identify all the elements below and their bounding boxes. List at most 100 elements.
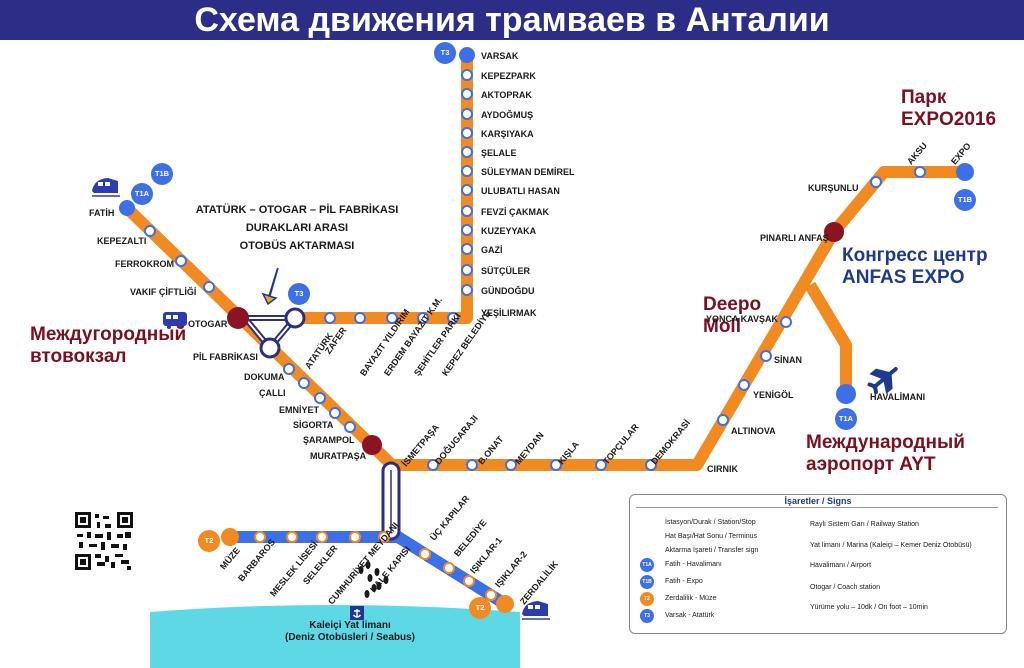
legend-badge-t3: T3 <box>640 609 654 623</box>
airplane-icon <box>867 367 898 395</box>
annotation-aeroport-line1: Международный <box>806 432 965 453</box>
station-stop <box>461 127 473 139</box>
station-stop <box>378 531 390 543</box>
terminus-airport <box>836 384 856 404</box>
station-kepezpark: KEPEZPARK <box>481 71 536 81</box>
seabus-label: Kaleiçi Yat limanı (Deniz Otobüsleri / S… <box>270 620 430 644</box>
station-aktoprak: AKTOPRAK <box>481 90 532 100</box>
legend-fatih-expo: Fatih - Expo <box>665 578 703 585</box>
station-stop <box>485 589 497 601</box>
station-kepezalti: KEPEZALTI <box>97 236 147 246</box>
annotation-park-line1: Парк <box>901 87 947 108</box>
badge-t2-zerdalilik: T2 <box>469 597 491 619</box>
transfer-link-t2 <box>381 461 401 541</box>
station-stop <box>780 316 792 328</box>
station-dokuma: DOKUMA <box>244 372 285 382</box>
station-altinova: ALTINOVA <box>731 426 776 436</box>
station-stop <box>427 459 439 471</box>
station-varsak: VARSAK <box>481 51 519 61</box>
station-ferrokrom: FERROKROM <box>115 259 174 269</box>
legend-badge-t2: T2 <box>640 592 654 606</box>
annotation-aeroport-line2: аэропорт AYT <box>806 453 936 475</box>
annotation-mezhgorod: Междугородный втовокзал <box>30 324 186 368</box>
footsteps-icon <box>358 561 389 598</box>
station-stop <box>914 166 926 178</box>
station-emniyet: EMNİYET <box>279 405 320 415</box>
legend-station: İstasyon/Durak / Station/Stop <box>665 519 756 526</box>
station-gazi: GAZİ <box>481 245 503 255</box>
station-stops <box>144 69 926 601</box>
station-sutculer: SÜTÇÜLER <box>481 266 530 276</box>
station-stop <box>505 459 517 471</box>
station-stop <box>595 459 607 471</box>
pinarli-node <box>824 222 844 242</box>
station-stop <box>286 531 298 543</box>
station-gundogdu: GÜNDOĞDU <box>481 286 535 296</box>
transfer-arrow <box>261 267 279 306</box>
station-sinan: SİNAN <box>774 355 803 365</box>
station-yonca-kavsak: YONCA KAVŞAK <box>706 314 779 324</box>
annotation-kongress-line1: Конгресс центр <box>842 245 988 266</box>
station-stop <box>175 255 187 267</box>
station-stop <box>417 312 429 324</box>
station-stop <box>419 548 431 560</box>
station-stop <box>461 88 473 100</box>
station-stop <box>329 407 341 419</box>
station-stop <box>461 205 473 217</box>
station-stop <box>717 414 729 426</box>
otogar-node <box>227 307 249 329</box>
station-stop <box>461 184 473 196</box>
bus-icon <box>163 312 187 329</box>
station-stop <box>461 69 473 81</box>
station-stop <box>738 379 750 391</box>
station-stop <box>461 243 473 255</box>
station-stop <box>354 312 366 324</box>
legend-badge-t1a: T1A <box>640 558 654 572</box>
station-stop <box>447 312 459 324</box>
station-stop <box>461 146 473 158</box>
badge-t1a: T1A <box>131 183 153 205</box>
station-vakif-ciftligi: VAKIF ÇİFTLİĞİ <box>130 287 197 297</box>
train-icon <box>92 178 120 197</box>
page-title: Схема движения трамваев в Анталии <box>194 1 830 39</box>
station-fevzi-cakmak: FEVZİ ÇAKMAK <box>481 207 549 217</box>
transfer-note-line3: OTOBÜS AKTARMASI <box>239 240 355 252</box>
station-aydogmus: AYDOĞMUŞ <box>481 110 534 120</box>
transfer-note: ATATÜRK – OTOGAR – PİL FABRİKASI DURAKLA… <box>177 201 417 255</box>
station-stop <box>283 363 295 375</box>
badge-t3-top: T3 <box>434 42 456 64</box>
station-pinarli-anfas: PINARLI ANFAŞ <box>760 233 829 243</box>
annotation-mezhgorod-line2: втовокзал <box>30 345 127 367</box>
terminus-zerdalilik <box>496 595 514 613</box>
station-havalimani: HAVALİMANI <box>870 392 926 402</box>
terminus-varsak <box>459 47 475 63</box>
legend-coach: Otogar / Coach station <box>810 584 881 591</box>
annotation-aeroport: Международный аэропорт AYT <box>806 432 965 476</box>
badge-t3-mid: T3 <box>288 283 310 305</box>
annotation-kongress-line2: ANFAS EXPO <box>842 266 965 288</box>
station-muratpasa: MURATPAŞA <box>310 451 367 461</box>
annotation-deepo-line1: Deepo <box>703 294 762 315</box>
badge-t1a-airport: T1A <box>835 408 857 430</box>
transfer-note-line2: DURAKLARI ARASI <box>245 222 349 234</box>
transfer-triangle <box>242 307 306 359</box>
station-pil-fabrikasi: PİL FABRİKASI <box>193 352 258 362</box>
badge-t1b-expo: T1B <box>954 189 976 211</box>
badge-t1b: T1B <box>151 163 173 185</box>
station-stop <box>550 459 562 471</box>
sea-area <box>150 605 520 668</box>
legend-marina: Yat limanı / Marina (Kaleiçi – Kemer Den… <box>810 542 972 549</box>
legend-fatih-havalimani: Fatih - Havalimanı <box>665 561 722 568</box>
station-stop <box>870 176 882 188</box>
anchor-icon <box>350 606 364 620</box>
station-suleyman-demirel: SÜLEYMAN DEMİREL <box>481 167 575 177</box>
annotation-park-line2: EXPO2016 <box>901 108 997 130</box>
station-ulubatli-hasan: ULUBATLI HASAN <box>481 186 560 196</box>
ismetpasa-node <box>362 435 382 455</box>
legend-badge-t1b: T1B <box>640 575 654 589</box>
station-sarampol: ŞARAMPOL <box>303 435 355 445</box>
station-stop <box>645 459 657 471</box>
line-t3 <box>299 49 473 324</box>
